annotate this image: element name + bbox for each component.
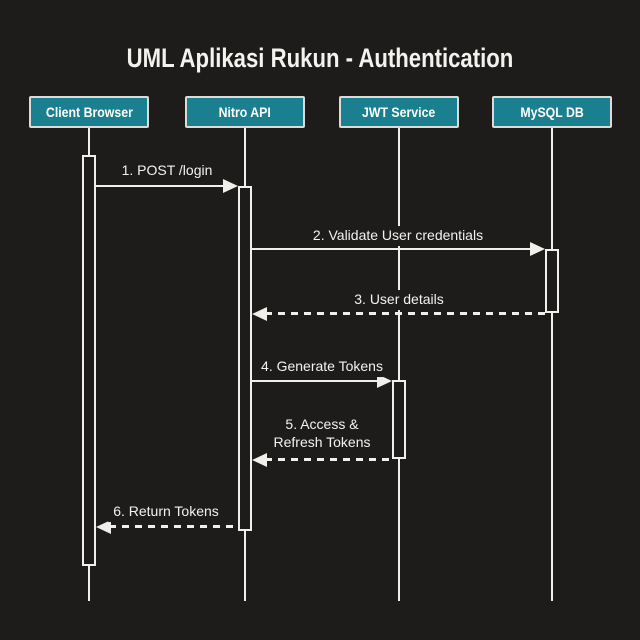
lifeline [398,128,400,601]
participant-label: Nitro API [218,104,272,120]
participant-box: Client Browser [29,96,149,128]
message-line [96,185,225,187]
message-label: 3. User details [349,290,449,310]
participant-label: JWT Service [362,104,436,120]
activation-bar [238,186,252,531]
participant-box: MySQL DB [492,96,612,128]
message-label: 4. Generate Tokens [256,357,388,377]
message-line [265,458,392,461]
activation-bar [82,155,96,566]
arrowhead-icon [223,179,238,193]
participant-box: Nitro API [185,96,305,128]
participant-label: Client Browser [45,104,133,120]
activation-bar [392,380,406,459]
arrowhead-icon [377,374,392,388]
diagram-title: UML Aplikasi Rukun - Authentication [126,43,514,73]
arrowhead-icon [96,520,111,534]
message-line [265,312,545,315]
participant-box: JWT Service [339,96,459,128]
participant-label: MySQL DB [520,104,584,120]
activation-bar [545,249,559,313]
message-label: 1. POST /login [116,161,218,181]
arrowhead-icon [252,453,267,467]
message-line [252,248,532,250]
arrowhead-icon [252,307,267,321]
message-label: 2. Validate User credentials [307,226,489,246]
message-line [252,380,379,382]
message-line [109,525,238,528]
message-label: 6. Return Tokens [108,502,224,522]
message-label: 5. Access & Refresh Tokens [268,415,376,453]
lifeline [551,128,553,601]
arrowhead-icon [530,242,545,256]
